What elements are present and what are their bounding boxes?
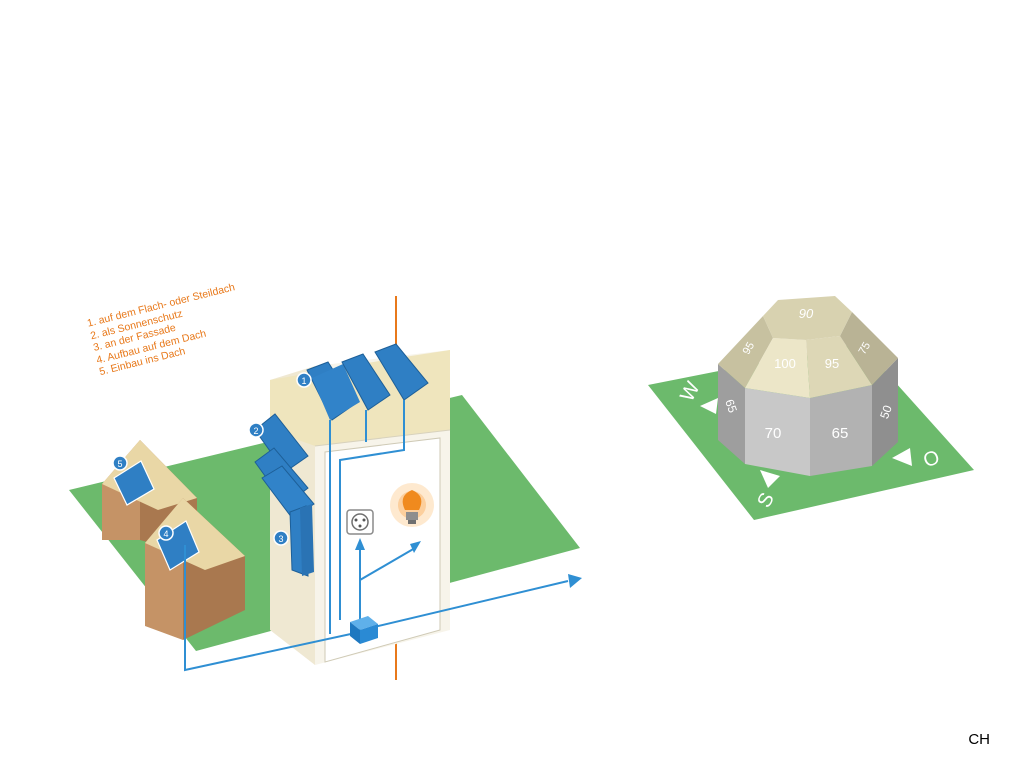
marker-3: 3 — [273, 530, 289, 546]
marker-1: 1 — [296, 372, 312, 388]
wiring — [184, 438, 569, 672]
dome-value-se: 95 — [825, 356, 839, 371]
solar-panel — [374, 343, 429, 401]
dome-face — [718, 364, 745, 464]
dome-face — [810, 385, 872, 476]
dome-value-nw: 95 — [741, 340, 758, 357]
dome-value-east: 50 — [877, 403, 895, 421]
svg-text:3: 3 — [278, 534, 283, 544]
facade-panels — [289, 504, 314, 577]
light-bulb-icon — [390, 483, 434, 527]
installation-scene: 1 2 3 4 5 — [69, 296, 582, 680]
inverter-box — [350, 616, 378, 644]
compass-arrow-south — [760, 470, 780, 488]
compass-east: O — [920, 446, 943, 472]
dome-face — [745, 338, 810, 398]
dome-value-south-west: 70 — [765, 425, 782, 442]
dome-value-sw: 100 — [774, 356, 796, 371]
dome-value-top: 90 — [799, 306, 814, 321]
arrow-head — [568, 574, 582, 588]
dome-value-south-east: 65 — [832, 425, 849, 442]
arrow-head — [355, 538, 365, 550]
marker-2: 2 — [248, 422, 264, 438]
solar-panel — [312, 364, 360, 420]
dome-face — [745, 388, 810, 476]
arrow-head — [410, 541, 421, 553]
marker-4: 4 — [158, 525, 174, 541]
solar-panel — [341, 353, 391, 411]
yield-dome-scene: W S O 90 95 100 95 75 65 70 65 50 — [648, 296, 974, 520]
dome-face — [872, 358, 898, 466]
shading-panels — [254, 413, 315, 519]
svg-text:1: 1 — [301, 376, 306, 386]
solar-panel — [261, 465, 315, 519]
dome-face — [806, 336, 872, 398]
solar-panel — [300, 504, 314, 576]
svg-text:2: 2 — [253, 426, 258, 436]
roof-panels — [306, 343, 429, 448]
main-building — [270, 350, 451, 665]
compass-arrow-east — [892, 448, 912, 466]
dome-face — [840, 312, 898, 385]
dome-value-west: 65 — [722, 397, 740, 415]
compass-arrow-west — [700, 398, 718, 414]
svg-text:4: 4 — [163, 529, 168, 539]
svg-text:5: 5 — [117, 459, 122, 469]
dome-top — [763, 296, 852, 340]
marker-5: 5 — [112, 455, 128, 471]
power-socket-icon — [346, 509, 374, 535]
country-code: CH — [968, 731, 990, 748]
dome-face — [718, 316, 773, 388]
dome-value-ne: 75 — [857, 340, 874, 357]
